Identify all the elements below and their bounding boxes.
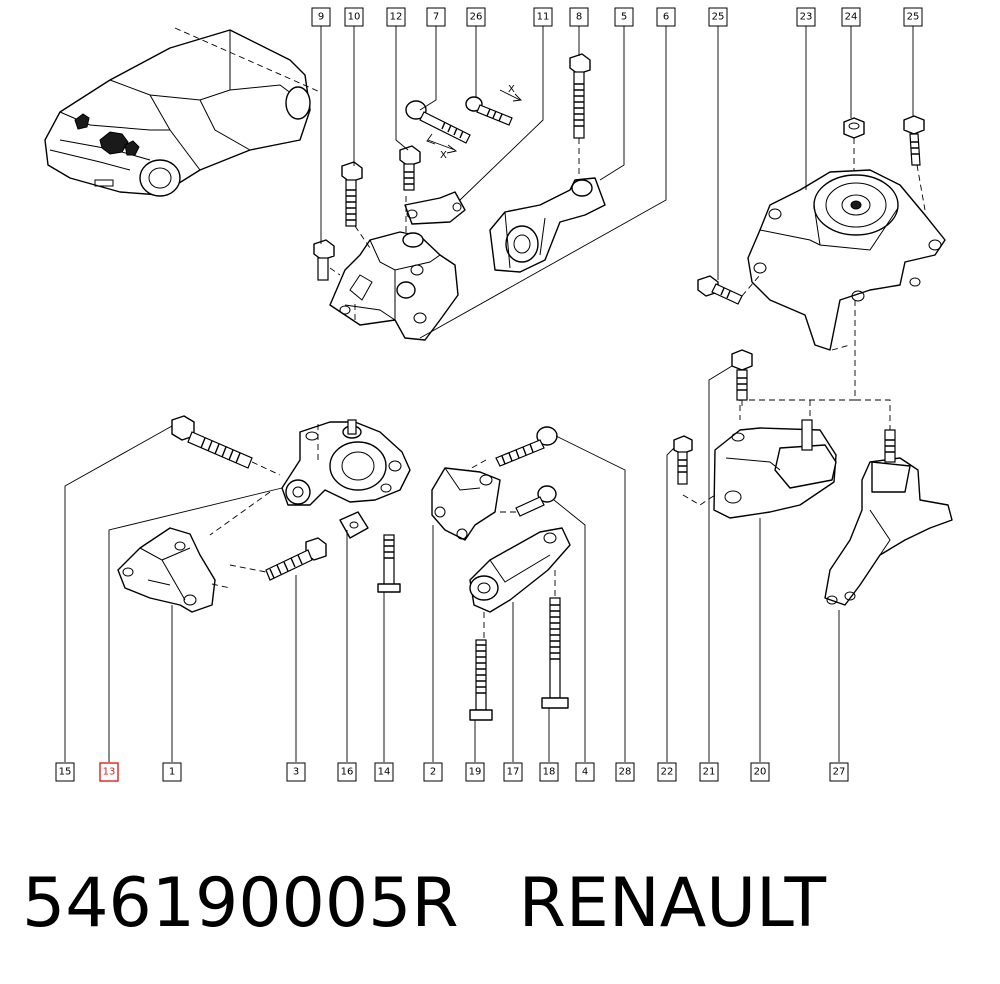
top-callouts: 9 10 12 7 26 11 8 5 6 25 23 24 25 [311,7,923,27]
svg-text:2: 2 [430,767,436,778]
callout-bottom-3[interactable]: 3 [286,762,306,782]
lower-mount-27 [824,429,953,606]
callout-top-7[interactable]: 7 [426,7,446,27]
torque-rod-mount-5 [489,177,606,273]
bolt-25-top [903,115,925,166]
callout-top-24[interactable]: 24 [841,7,861,27]
svg-text:14: 14 [378,767,391,778]
bolt-21 [731,349,753,401]
callout-bottom-20[interactable]: 20 [750,762,770,782]
callout-top-12[interactable]: 12 [386,7,406,27]
callout-bottom-2[interactable]: 2 [423,762,443,782]
bolt-10 [341,161,363,227]
dimension-label-x1: X [508,84,515,95]
svg-text:6: 6 [663,12,669,23]
callout-bottom-14[interactable]: 14 [374,762,394,782]
callout-bottom-13-highlighted[interactable]: 13 [99,762,119,782]
brand-name: RENAULT [518,863,827,943]
svg-text:3: 3 [293,767,299,778]
bolt-9 [313,239,335,281]
callout-top-26[interactable]: 26 [466,7,486,27]
bracket-1 [117,527,216,613]
svg-text:21: 21 [703,767,716,778]
bottom-callouts: 15 13 1 3 16 14 2 19 17 18 4 28 22 21 20… [55,762,849,782]
svg-text:4: 4 [582,767,588,778]
svg-text:26: 26 [470,12,483,23]
bolt-28 [495,426,558,467]
bracket-2 [431,467,501,541]
dimension-labels: X X [440,84,515,161]
callout-bottom-22[interactable]: 22 [657,762,677,782]
svg-text:18: 18 [543,767,556,778]
bolt-12 [399,145,421,191]
callout-bottom-21[interactable]: 21 [699,762,719,782]
callout-bottom-1[interactable]: 1 [162,762,182,782]
svg-text:12: 12 [390,12,403,23]
mount-plate-20 [713,419,837,519]
bolt-8 [569,53,591,139]
callout-bottom-16[interactable]: 16 [337,762,357,782]
exploded-parts-diagram: X X 9 10 12 7 26 11 8 5 6 25 23 24 25 15… [44,7,953,782]
svg-text:10: 10 [348,12,361,23]
part-caption: 546190005R RENAULT [22,858,982,948]
callout-bottom-19[interactable]: 19 [465,762,485,782]
svg-text:25: 25 [712,12,725,23]
svg-text:9: 9 [318,12,324,23]
callout-top-25a[interactable]: 25 [708,7,728,27]
callout-bottom-4[interactable]: 4 [575,762,595,782]
svg-text:19: 19 [469,767,482,778]
bolt-22 [673,435,693,485]
callout-top-10[interactable]: 10 [344,7,364,27]
svg-text:17: 17 [507,767,520,778]
callout-top-11[interactable]: 11 [533,7,553,27]
bolt-15 [171,415,253,469]
bolt-19 [469,639,493,721]
svg-text:7: 7 [433,12,439,23]
svg-text:22: 22 [661,767,674,778]
svg-text:15: 15 [59,767,72,778]
svg-text:23: 23 [800,12,813,23]
callout-bottom-28[interactable]: 28 [615,762,635,782]
part-number: 546190005R [22,863,459,943]
upper-mount-assembly-23 [747,169,946,351]
svg-text:5: 5 [621,12,627,23]
callout-top-23[interactable]: 23 [796,7,816,27]
bolt-4 [515,485,557,517]
bolt-18 [541,597,569,709]
engine-mount-bracket-assembly [329,231,459,341]
car-overview-illustration [44,27,321,197]
callout-top-5[interactable]: 5 [614,7,634,27]
nut-24 [843,117,865,139]
svg-text:13: 13 [103,767,116,778]
bolt-25-side [697,275,743,305]
svg-text:11: 11 [537,12,550,23]
callout-bottom-15[interactable]: 15 [55,762,75,782]
torque-rod-17 [469,527,571,613]
callout-bottom-27[interactable]: 27 [829,762,849,782]
nut-16 [339,511,369,539]
callout-bottom-18[interactable]: 18 [539,762,559,782]
svg-text:28: 28 [619,767,632,778]
bolt-3 [265,537,327,581]
svg-text:16: 16 [341,767,354,778]
callout-top-8[interactable]: 8 [569,7,589,27]
link-plate-11 [404,191,466,225]
bolt-26 [465,96,513,126]
svg-text:1: 1 [169,767,175,778]
callout-top-25b[interactable]: 25 [903,7,923,27]
callout-top-6[interactable]: 6 [656,7,676,27]
svg-text:20: 20 [754,767,767,778]
bolt-14 [377,534,401,593]
dimension-label-x2: X [440,150,447,161]
svg-text:27: 27 [833,767,846,778]
svg-text:8: 8 [576,12,582,23]
svg-text:24: 24 [845,12,858,23]
callout-top-9[interactable]: 9 [311,7,331,27]
svg-text:25: 25 [907,12,920,23]
callout-bottom-17[interactable]: 17 [503,762,523,782]
bolt-7 [405,100,471,144]
leader-lines [64,26,926,762]
engine-mount-13 [281,419,411,506]
